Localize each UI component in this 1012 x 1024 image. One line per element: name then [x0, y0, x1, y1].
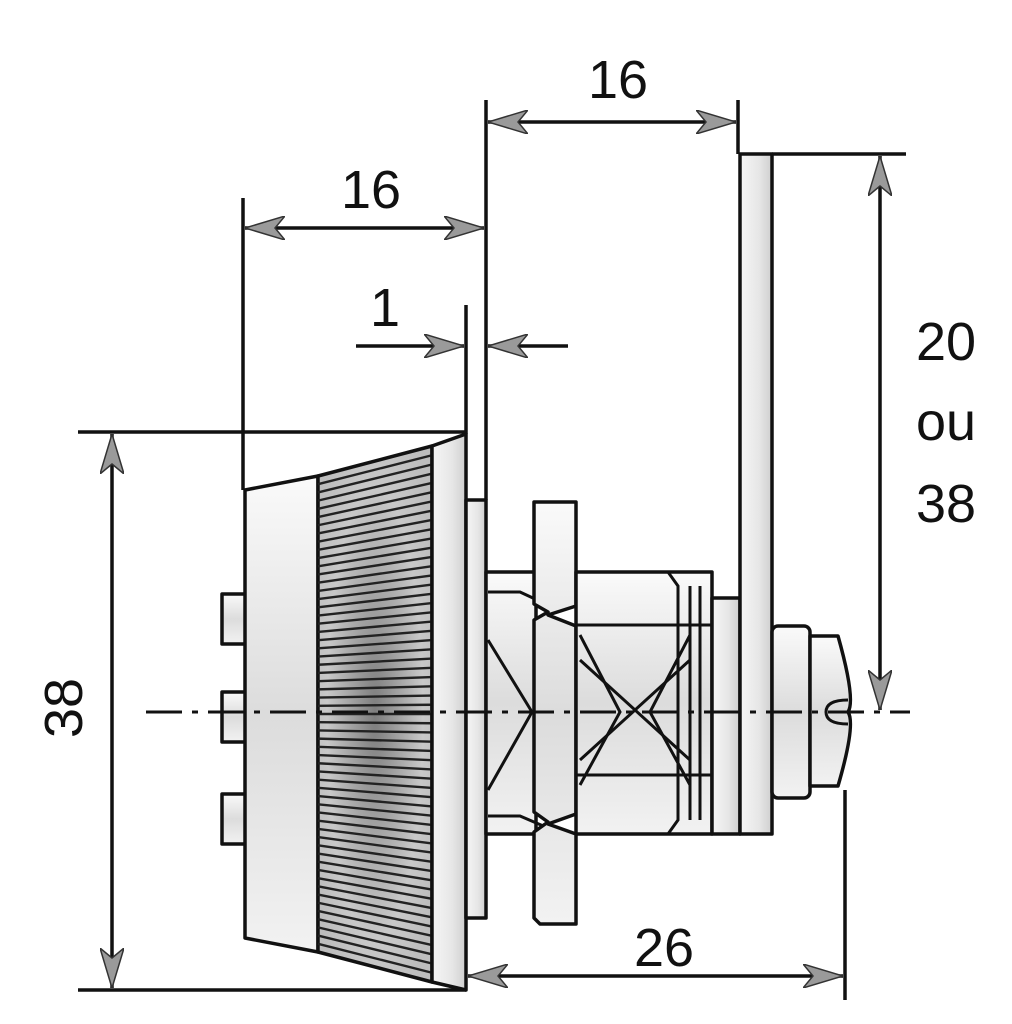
knurl-rib: [317, 721, 433, 725]
knurl-rib: [317, 835, 433, 854]
knurl-rib: [317, 685, 433, 691]
knurl-rib: [317, 666, 433, 675]
knurl-rib: [317, 583, 433, 601]
knurl-rib: [317, 463, 433, 494]
knurl-rib: [317, 527, 433, 552]
dimension-lines: [78, 100, 906, 1000]
knurl-rib: [317, 703, 433, 707]
knurl-rib: [317, 868, 433, 891]
knurl-rib: [317, 827, 433, 845]
knurl-rib: [317, 537, 433, 560]
knurl-rib: [317, 745, 433, 753]
knurl-rib: [317, 657, 433, 666]
knurl-rib: [317, 753, 433, 762]
knurl-ribs: [317, 454, 433, 974]
knurl-rib: [317, 518, 433, 543]
knurl-rib: [317, 852, 433, 873]
knurl-rib: [317, 901, 433, 928]
knurl-rib: [317, 778, 433, 790]
knurl-rib: [317, 601, 433, 617]
knurl-rib: [317, 803, 433, 817]
collar: [710, 596, 742, 836]
knurl-rib: [317, 885, 433, 910]
knurl-rib: [317, 472, 433, 502]
knurl-rib: [317, 926, 433, 956]
cam-plate: [738, 152, 774, 836]
knurl-rib: [317, 811, 433, 827]
knurl-rib: [317, 564, 433, 584]
knurl-rib: [317, 860, 433, 882]
knurl-rib: [317, 942, 433, 974]
spindle-slot: [824, 698, 849, 726]
knurl-rib: [317, 574, 433, 593]
knurl-rib: [317, 909, 433, 937]
knurl-rib: [317, 611, 433, 625]
knurl-rib: [317, 737, 433, 743]
label-bottom-26: 26: [634, 918, 694, 978]
knurl-rib: [317, 844, 433, 864]
knurl-rib: [317, 675, 433, 683]
label-cam-length-line3: 38: [916, 474, 976, 534]
label-top-right-16: 16: [588, 50, 648, 110]
label-cam-length-line1: 20: [916, 312, 976, 372]
label-cam-length-line2: ou: [916, 392, 976, 452]
knurl-rib: [317, 694, 433, 699]
key-pin-bottom: [220, 792, 248, 846]
knurl-rib: [317, 546, 433, 568]
label-height-38: 38: [34, 678, 94, 738]
knurl-rib: [317, 509, 433, 535]
knurl-rib: [317, 648, 433, 658]
knurl-rib: [317, 770, 433, 780]
knurl-rib: [317, 819, 433, 836]
key-pin-top: [220, 592, 248, 646]
front-cap-plain: [243, 474, 320, 954]
knurl-rib: [317, 918, 433, 947]
knurl-rib: [317, 555, 433, 576]
lock-body: [220, 152, 853, 992]
knurl-rib: [317, 500, 433, 527]
knurl-rib: [317, 893, 433, 919]
hex-nut-outer: [484, 570, 538, 836]
knurl-rib: [317, 629, 433, 642]
knurl-rib: [317, 786, 433, 799]
key-pin-middle: [220, 690, 248, 744]
knurl-rib: [317, 729, 433, 734]
knurl-rib: [317, 934, 433, 965]
knurl-rib: [317, 592, 433, 609]
knurl-rib: [317, 620, 433, 634]
label-gap-1: 1: [370, 278, 400, 338]
knurl-rib: [317, 454, 433, 486]
knurl-rib: [317, 876, 433, 901]
knurl-rib: [317, 794, 433, 808]
knurl-rib: [317, 481, 433, 510]
knurl-rib: [317, 491, 433, 519]
flange-washer: [464, 498, 488, 920]
knurl-rib: [317, 762, 433, 771]
star-washer: [532, 500, 578, 926]
knurl-rib: [317, 638, 433, 650]
label-top-left-16: 16: [341, 160, 401, 220]
